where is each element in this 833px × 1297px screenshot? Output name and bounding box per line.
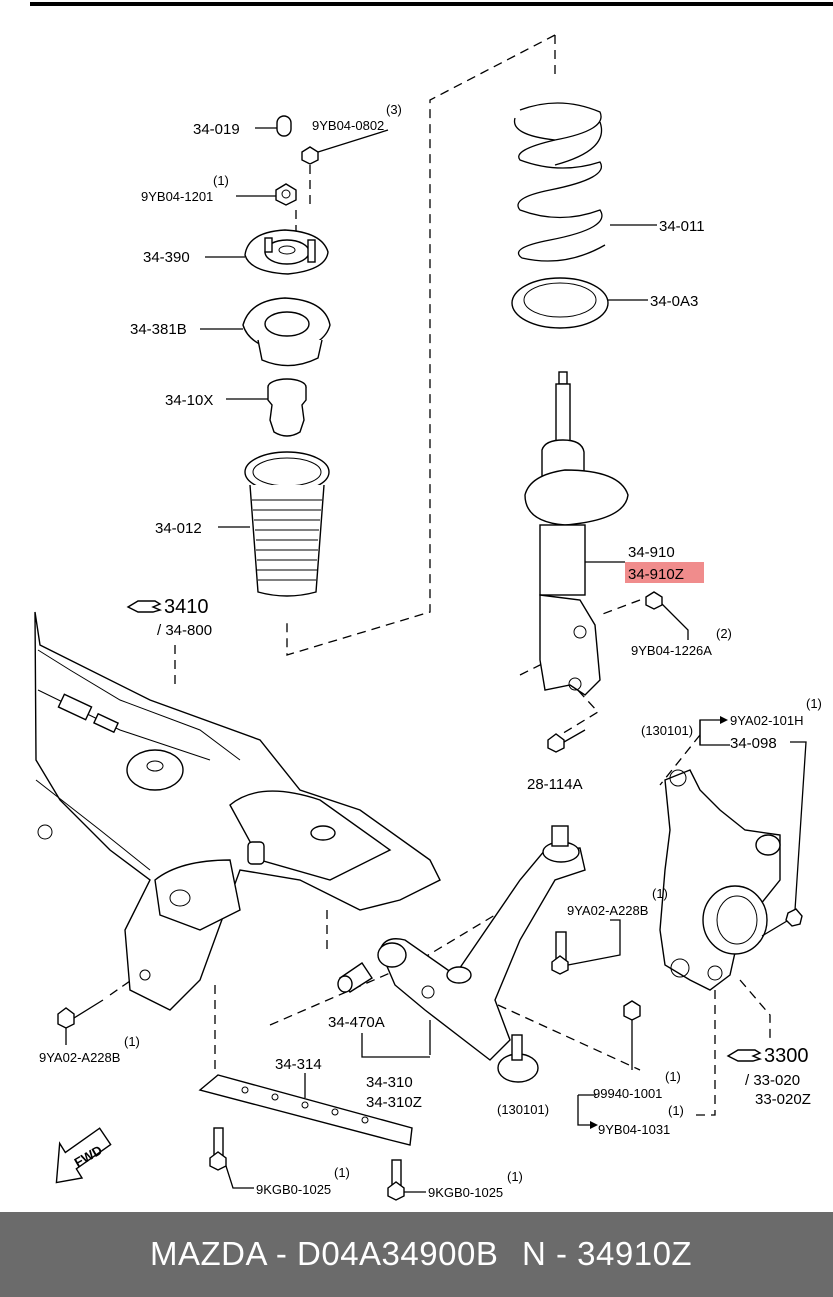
part-label: 9KGB0-1025 [428, 1185, 503, 1200]
part-label: 34-314 [275, 1056, 322, 1073]
qty-label: (1) [124, 1034, 140, 1049]
fwd-arrow-icon: FWD [55, 1127, 112, 1184]
knuckle-3300 [659, 769, 781, 991]
part-label-highlighted: 34-910Z [628, 566, 684, 583]
dust-boot-34-012 [218, 451, 330, 597]
part-label: 34-10X [165, 392, 213, 409]
parts-diagram: FWD 34-019 (3) 9YB04-0802 (1) 9YB04-1201… [30, 2, 833, 1201]
qty-label: (2) [716, 626, 732, 641]
part-label: 34-012 [155, 520, 202, 537]
qty-label: (1) [213, 173, 229, 188]
catalog-number: N - 34910Z [522, 1235, 693, 1272]
lower-arm-34-310 [361, 825, 586, 1083]
group-sublabel: 33-020Z [755, 1091, 811, 1108]
group-label: 3410 [164, 596, 209, 618]
qty-label: (1) [668, 1103, 684, 1118]
part-label: 34-381B [130, 321, 187, 338]
bolt-9ya02-a228b-right [551, 919, 621, 975]
bump-stop-34-10x [226, 378, 307, 437]
part-label: 9YA02-A228B [567, 903, 648, 918]
part-label: 34-019 [193, 121, 240, 138]
nut-9yb04-1226a [645, 591, 689, 640]
bolts-9kgb0-1025 [209, 1127, 426, 1201]
bolt-28-114a [547, 729, 586, 753]
bolt-9ya02-a228b-left [57, 999, 104, 1045]
part-label: 34-910 [628, 544, 675, 561]
part-label: 34-310 [366, 1074, 413, 1091]
part-label: 9YB04-1201 [141, 189, 213, 204]
part-label: 9YA02-101H [730, 713, 803, 728]
part-label: 9YB04-0802 [312, 118, 384, 133]
part-label: 28-114A [527, 776, 583, 793]
qty-label: (1) [665, 1069, 681, 1084]
strut-mount-34-390 [205, 229, 329, 275]
oem-part-number: MAZDA - D04A34900B [150, 1235, 499, 1272]
part-label: 99940-1001 [593, 1086, 662, 1101]
part-label: 34-470A [328, 1014, 385, 1031]
part-label: 34-390 [143, 249, 190, 266]
pointing-hand-icon [726, 1049, 763, 1062]
part-label: 9YB04-1226A [631, 643, 712, 658]
date-code-label: (130101) [641, 723, 693, 738]
nut-99940-1001 [623, 1000, 641, 1070]
spring-seat-34-0a3 [511, 277, 648, 329]
bolt-34-098 [761, 741, 807, 937]
part-label: 34-011 [659, 218, 705, 235]
plate-34-314 [198, 1073, 413, 1146]
part-label: 9YB04-1031 [598, 1122, 670, 1137]
mount-nut-small [301, 129, 389, 210]
bushing-34-470a [337, 962, 373, 993]
part-label: 34-0A3 [650, 293, 698, 310]
coil-spring-34-011 [513, 102, 657, 262]
pointing-hand-icon [126, 600, 163, 613]
mount-34-381b [200, 297, 331, 367]
leader-lines [577, 716, 730, 1129]
qty-label: (1) [652, 886, 668, 901]
group-sublabel: / 34-800 [157, 622, 212, 639]
part-label: 34-310Z [366, 1094, 422, 1111]
qty-label: (1) [334, 1165, 350, 1180]
strut-assembly-34-910 [524, 371, 629, 696]
qty-label: (1) [507, 1169, 523, 1184]
part-label: 9YA02-A228B [39, 1050, 120, 1065]
mount-nut-center [236, 183, 297, 235]
subframe-3410 [34, 611, 441, 1011]
qty-label: (3) [386, 102, 402, 117]
highlight-box [625, 562, 704, 583]
group-label: 3300 [764, 1045, 809, 1067]
part-number-footer: MAZDA - D04A34900B N - 34910Z [0, 1212, 833, 1297]
bump-cap [255, 115, 292, 137]
part-label: 9KGB0-1025 [256, 1182, 331, 1197]
part-label: 34-098 [730, 735, 777, 752]
group-sublabel: / 33-020 [745, 1072, 800, 1089]
date-code-label: (130101) [497, 1102, 549, 1117]
qty-label: (1) [806, 696, 822, 711]
dashed-guides [109, 34, 771, 1116]
